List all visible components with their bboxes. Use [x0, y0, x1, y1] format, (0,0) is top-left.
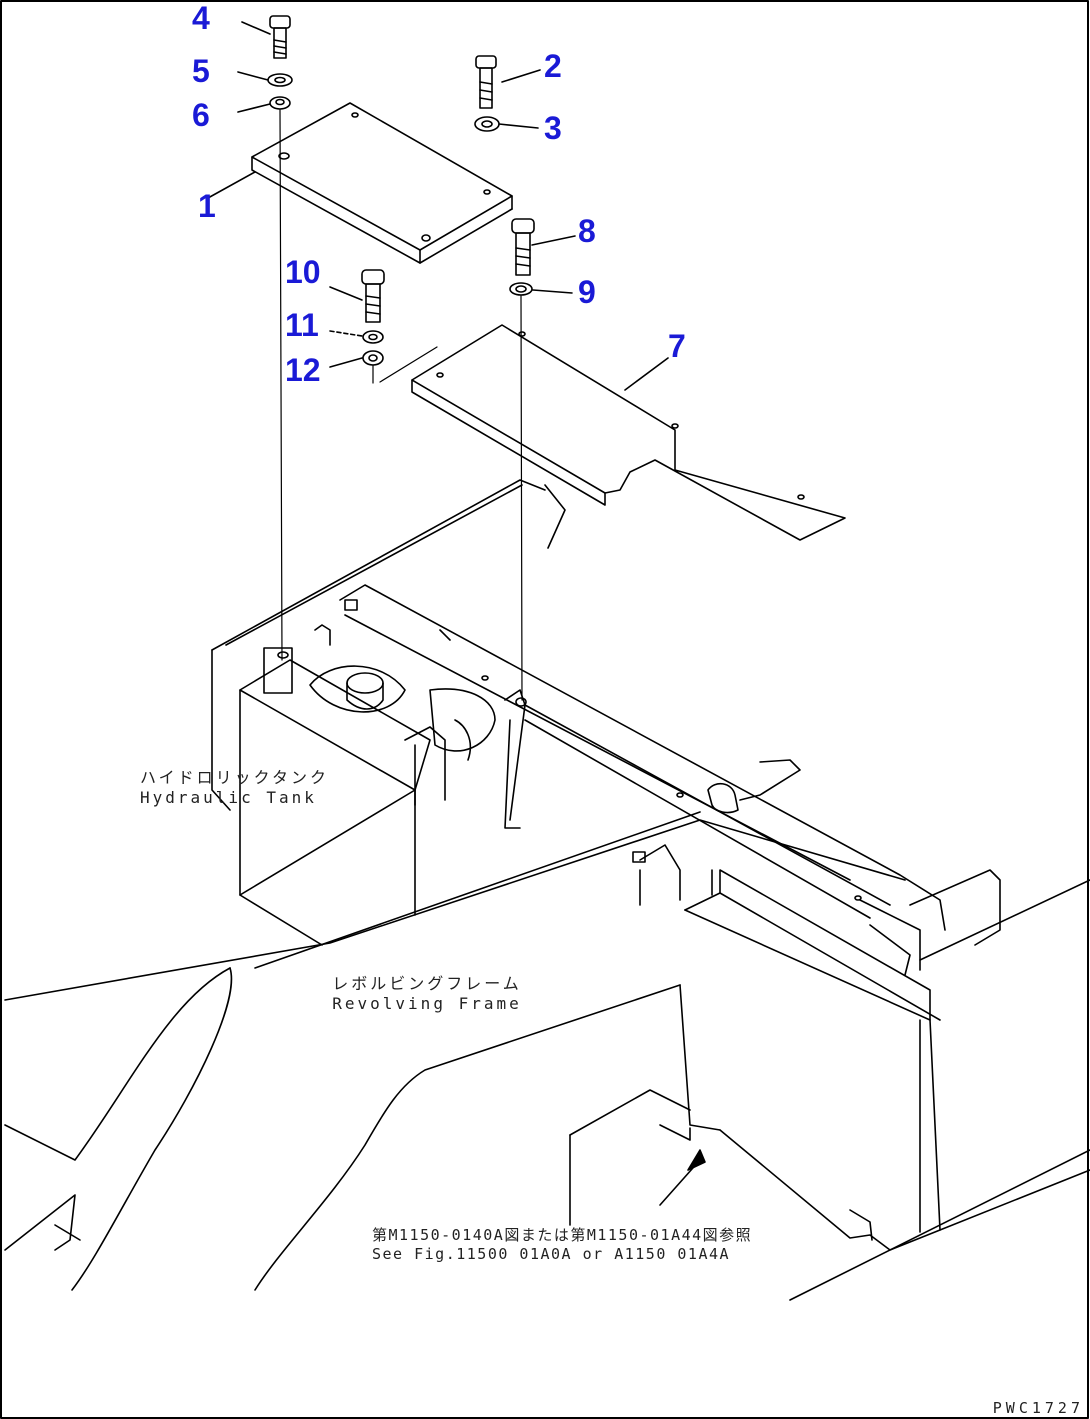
leader-6 [237, 103, 271, 113]
leader-11 [329, 330, 363, 337]
leader-4 [241, 21, 271, 35]
reference-note-jp: 第M1150-0140A図または第M1150-01A44図参照 [372, 1226, 753, 1244]
leader-7 [624, 357, 669, 391]
callout-12: 12 [285, 352, 321, 388]
leader-5 [237, 71, 269, 81]
revolving-frame-label-en: Revolving Frame [332, 994, 522, 1013]
leader-8 [531, 235, 576, 246]
washer-11-icon [362, 330, 384, 344]
bolt-10-icon [361, 269, 385, 323]
callout-9: 9 [578, 274, 596, 310]
callout-2: 2 [544, 48, 562, 84]
hydraulic-tank-label-jp: ハイドロリックタンク [140, 768, 330, 787]
leader-1 [207, 171, 256, 199]
cover-plate-7 [411, 324, 846, 541]
alignment-line-bolt-4 [279, 109, 283, 661]
leader-3 [498, 123, 539, 129]
hydraulic-tank-label: ハイドロリックタンク Hydraulic Tank [140, 768, 329, 808]
reference-note: 第M1150-0140A図または第M1150-01A44図参照 See Fig.… [372, 1226, 752, 1264]
hydraulic-tank-assembly [211, 479, 946, 946]
reference-note-en: See Fig.11500 01A0A or A1150 01A4A [372, 1244, 731, 1263]
callout-1: 1 [198, 188, 216, 224]
callout-7: 7 [668, 328, 686, 364]
callout-5: 5 [192, 53, 210, 89]
bolt-8-icon [511, 218, 535, 276]
leader-9 [532, 289, 573, 294]
callout-3: 3 [544, 110, 562, 146]
leader-10 [329, 286, 363, 301]
revolving-frame-label-jp: レボルビングフレーム [332, 974, 522, 993]
washer-12-icon [362, 350, 384, 366]
washer-3-icon [474, 116, 500, 132]
alignment-line-bolt-8 [520, 295, 523, 701]
callout-4: 4 [192, 0, 210, 36]
leader-12 [329, 357, 363, 368]
washer-6-icon [269, 96, 291, 110]
bolt-4-icon [269, 15, 291, 59]
revolving-frame-label: レボルビングフレーム Revolving Frame [322, 974, 532, 1014]
callout-11: 11 [285, 307, 319, 343]
callout-6: 6 [192, 97, 210, 133]
reference-arrow-icon [687, 1149, 706, 1171]
cover-plate-1 [251, 102, 513, 264]
callout-8: 8 [578, 213, 596, 249]
leader-2 [501, 69, 541, 83]
revolving-frame [4, 811, 1090, 1301]
drawing-number: PWC1727 [992, 1399, 1084, 1417]
callout-10: 10 [285, 254, 321, 290]
hydraulic-tank-label-en: Hydraulic Tank [140, 788, 317, 807]
washer-5-icon [267, 73, 293, 87]
bolt-2-icon [475, 55, 497, 109]
washer-9-icon [509, 282, 533, 296]
